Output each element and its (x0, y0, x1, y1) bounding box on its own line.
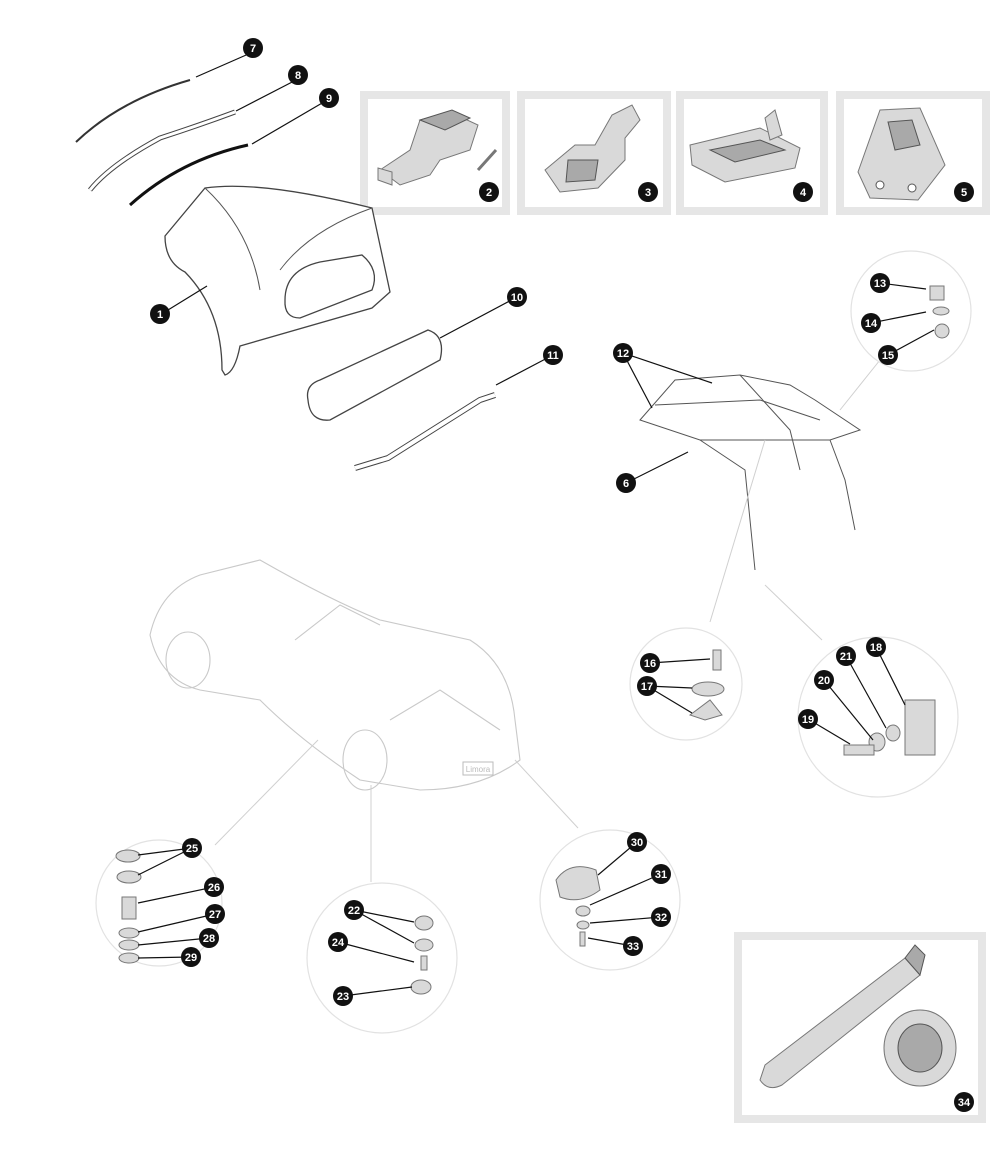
callout-25: 25 (182, 838, 202, 858)
part-photo-striker-plate (676, 91, 828, 215)
part-photo-clamp-with-pin (360, 91, 510, 215)
callout-label: 21 (840, 651, 852, 663)
callout-label: 6 (623, 478, 629, 490)
callout-1: 1 (150, 304, 170, 324)
callout-23: 23 (333, 986, 353, 1006)
callout-13: 13 (870, 273, 890, 293)
callout-28: 28 (199, 928, 219, 948)
callout-label: 23 (337, 991, 349, 1003)
callout-30: 30 (627, 832, 647, 852)
callout-6: 6 (616, 473, 636, 493)
car-outline: Limora (149, 559, 521, 791)
callout-label: 25 (186, 843, 198, 855)
callout-9: 9 (319, 88, 339, 108)
callout-2: 2 (479, 182, 499, 202)
callout-label: 24 (332, 937, 345, 949)
callout-label: 34 (958, 1097, 971, 1109)
callout-label: 30 (631, 837, 643, 849)
callout-label: 22 (348, 905, 360, 917)
callout-3: 3 (638, 182, 658, 202)
callout-label: 16 (644, 658, 656, 670)
license-plate: Limora (466, 765, 491, 774)
callout-label: 26 (208, 882, 220, 894)
callout-19: 19 (798, 709, 818, 729)
callout-label: 10 (511, 292, 523, 304)
callout-21: 21 (836, 646, 856, 666)
part-photo-bracket (836, 91, 990, 215)
callout-11: 11 (543, 345, 563, 365)
callout-33: 33 (623, 936, 643, 956)
callout-17: 17 (637, 676, 657, 696)
callout-label: 17 (641, 681, 653, 693)
small-hardware (115, 285, 950, 995)
hood-cover (164, 185, 391, 376)
callout-label: 1 (157, 309, 163, 321)
callout-10: 10 (507, 287, 527, 307)
callout-32: 32 (651, 907, 671, 927)
callout-label: 33 (627, 941, 639, 953)
callout-label: 28 (203, 933, 215, 945)
callout-4: 4 (793, 182, 813, 202)
callout-8: 8 (288, 65, 308, 85)
callout-5: 5 (954, 182, 974, 202)
callout-14: 14 (861, 313, 881, 333)
callout-label: 7 (250, 43, 256, 55)
callout-label: 20 (818, 675, 830, 687)
callout-18: 18 (866, 637, 886, 657)
callout-label: 4 (800, 187, 807, 199)
callout-15: 15 (878, 345, 898, 365)
callout-label: 13 (874, 278, 886, 290)
callout-label: 9 (326, 93, 332, 105)
callout-34: 34 (954, 1092, 974, 1112)
callout-label: 11 (547, 350, 559, 362)
callout-label: 32 (655, 912, 667, 924)
part-photo-press-tool (734, 932, 986, 1123)
callout-label: 3 (645, 187, 651, 199)
callout-24: 24 (328, 932, 348, 952)
callout-31: 31 (651, 864, 671, 884)
callout-20: 20 (814, 670, 834, 690)
callout-29: 29 (181, 947, 201, 967)
callout-22: 22 (344, 900, 364, 920)
callout-label: 18 (870, 642, 882, 654)
callout-label: 2 (486, 187, 492, 199)
callout-label: 31 (655, 869, 667, 881)
callout-7: 7 (243, 38, 263, 58)
callout-27: 27 (205, 904, 225, 924)
callout-label: 29 (185, 952, 197, 964)
callout-label: 8 (295, 70, 301, 82)
callout-label: 15 (882, 350, 894, 362)
callout-label: 14 (865, 318, 878, 330)
callout-label: 19 (802, 714, 814, 726)
hood-frame (639, 374, 862, 571)
callout-26: 26 (204, 877, 224, 897)
callout-label: 12 (617, 348, 629, 360)
callout-12: 12 (613, 343, 633, 363)
hood-rear-window (306, 329, 443, 421)
trim-strips (75, 79, 496, 471)
callout-label: 5 (961, 187, 967, 199)
callout-label: 27 (209, 909, 221, 921)
callout-16: 16 (640, 653, 660, 673)
